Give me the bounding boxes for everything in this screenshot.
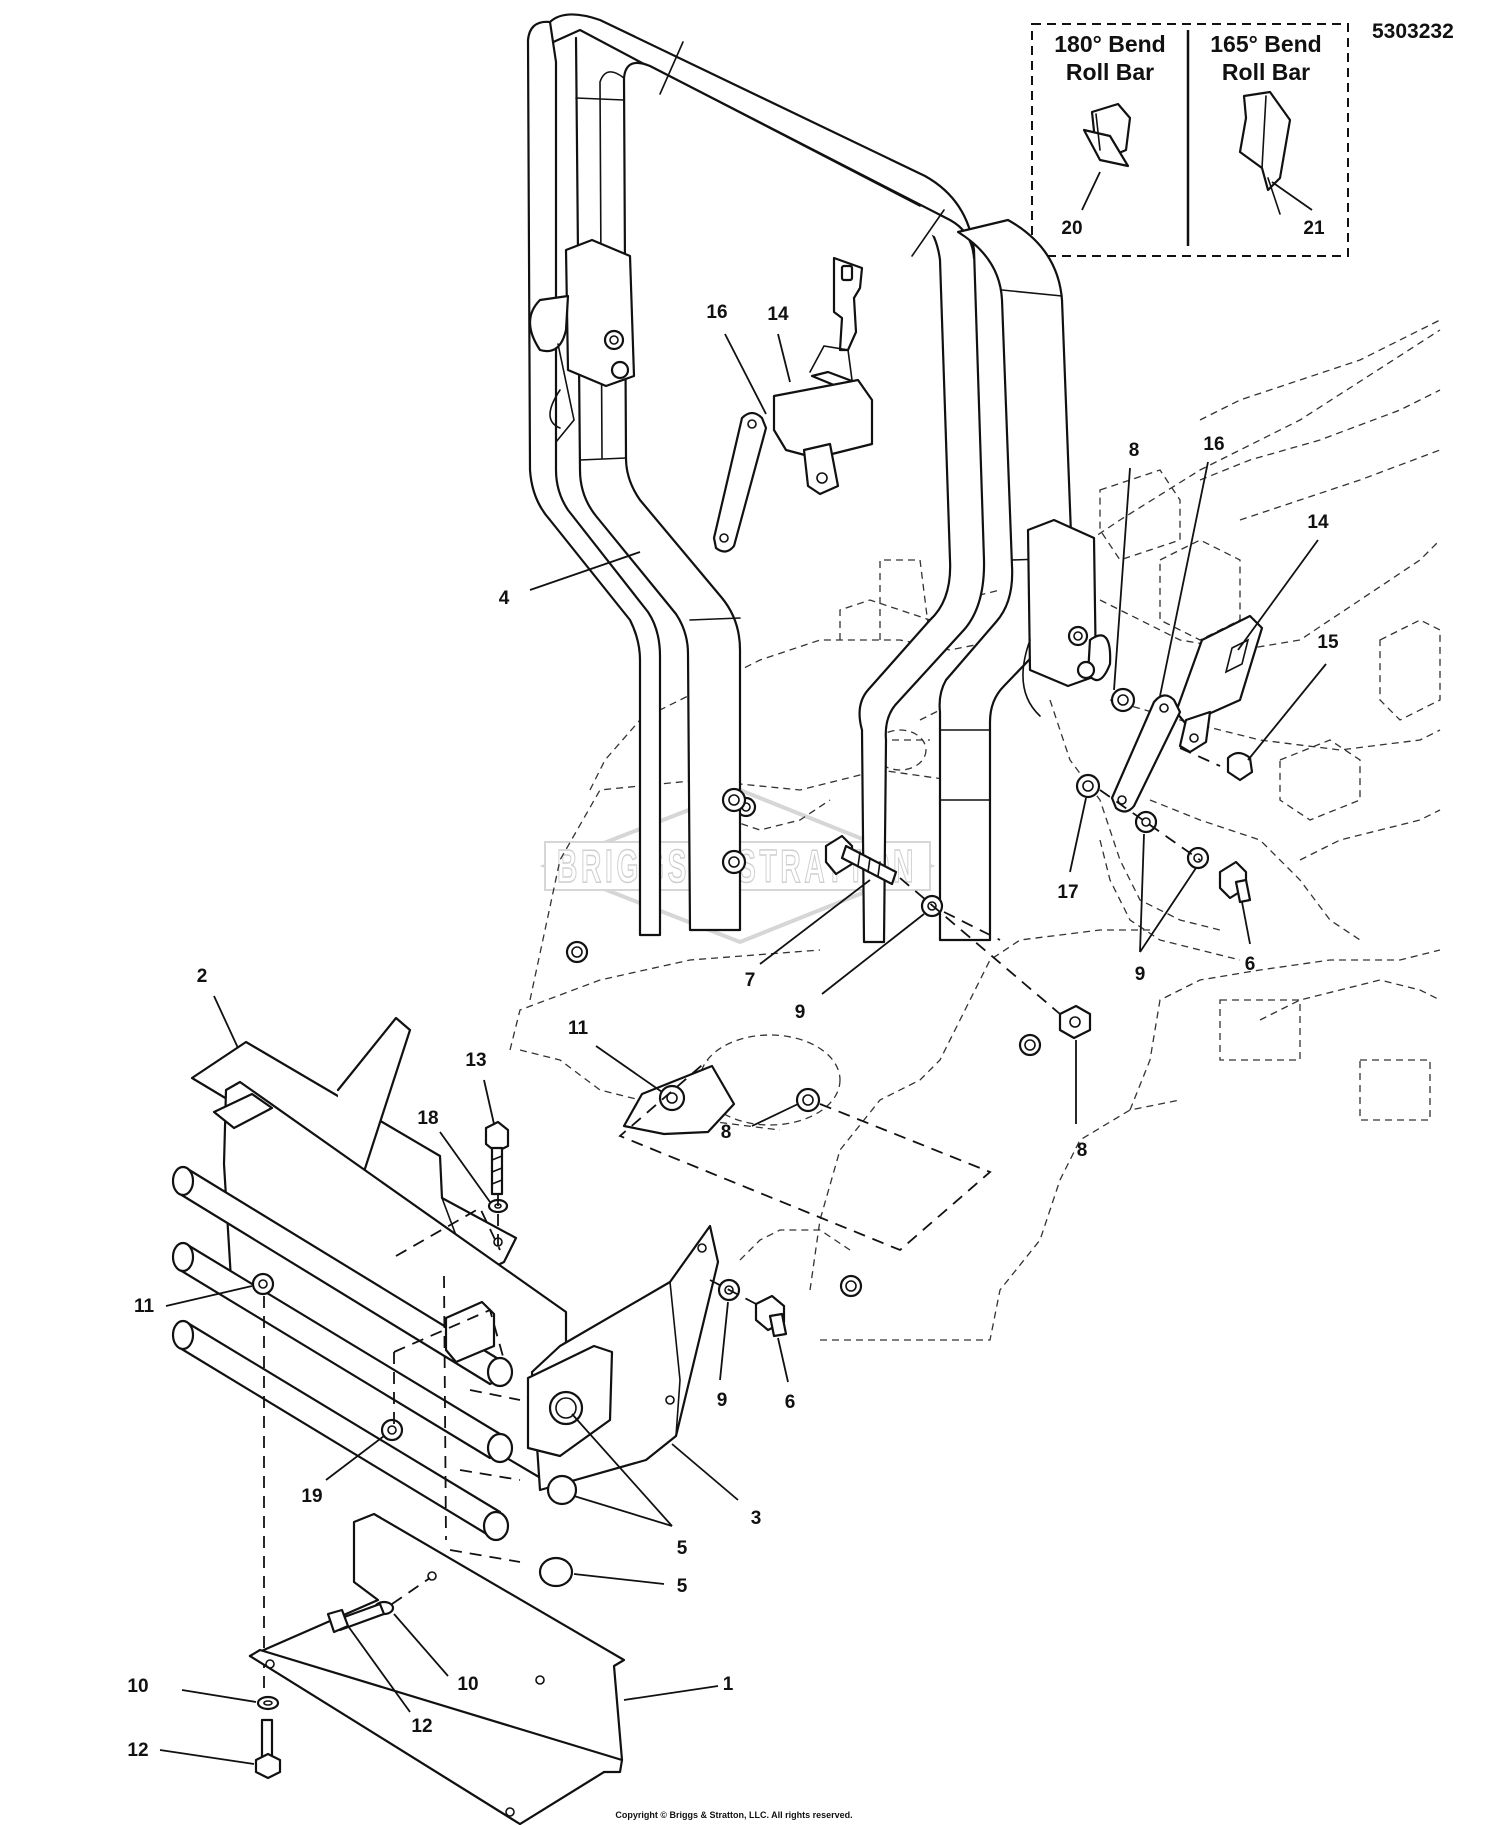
- hardware-8-nut-upper: [1110, 687, 1136, 713]
- hinge-pin: [1067, 625, 1089, 647]
- callout-18: 18: [417, 1108, 438, 1129]
- hardware-6-bolt-bumper: [754, 1294, 788, 1338]
- leader-lines: [159, 333, 1327, 1765]
- hardware-11-nut-bumper: [251, 1272, 275, 1296]
- callout-7: 7: [745, 970, 756, 991]
- drawing-number: 5303232: [1372, 20, 1454, 43]
- shim-plate-11: [622, 1064, 736, 1136]
- callout-19: 19: [301, 1486, 322, 1507]
- callout-16-right: 16: [1203, 434, 1224, 455]
- hardware-15-screw: [1226, 751, 1254, 782]
- frame-nut: [1018, 1033, 1042, 1057]
- hardware-10-washer-lower: [256, 1695, 280, 1711]
- callout-20: 20: [1061, 218, 1082, 239]
- callout-10-side: 10: [457, 1674, 478, 1695]
- callout-21: 21: [1303, 218, 1325, 239]
- callout-11-bumper: 11: [134, 1296, 155, 1317]
- hardware-8-nut-plate: [795, 1087, 821, 1113]
- callout-15: 15: [1317, 632, 1339, 653]
- hardware-9-washer-b: [1186, 846, 1210, 870]
- copyright-notice: Copyright © Briggs & Stratton, LLC. All …: [615, 1810, 852, 1820]
- callout-10-lower: 10: [127, 1676, 148, 1697]
- inset-right-title-line2: Roll Bar: [1222, 59, 1310, 85]
- inset-left-title-line2: Roll Bar: [1066, 59, 1154, 85]
- inset-left-title-line1: 180° Bend: [1054, 31, 1165, 57]
- callout-labels: 4 16 14 8 16 14 15 17 9 6 7 9 2 13 18 11…: [127, 302, 1339, 1761]
- hardware-7-bolt: [824, 834, 898, 886]
- callout-5-upper: 5: [677, 1538, 688, 1559]
- hinge-pin: [1076, 660, 1096, 680]
- callout-6-bumper: 6: [785, 1392, 796, 1413]
- belt-bracket-left: [712, 411, 768, 553]
- callout-12-side: 12: [411, 1716, 432, 1737]
- hardware-17-nut: [1075, 773, 1101, 799]
- roll-bar-bolt: [721, 787, 747, 813]
- callout-14-left: 14: [767, 304, 789, 325]
- bottom-skid-plate-1: [248, 1512, 626, 1825]
- hinge-pin: [610, 360, 630, 380]
- hardware-19-nut: [380, 1418, 404, 1442]
- callout-12-lower: 12: [127, 1740, 148, 1761]
- callout-1: 1: [723, 1674, 734, 1695]
- hardware-13-bolt: [484, 1120, 510, 1196]
- hardware-8-nut-lower: [1058, 1004, 1092, 1040]
- callout-6-right: 6: [1245, 954, 1256, 975]
- callout-9-bumper: 9: [717, 1390, 728, 1411]
- seat-belt-buckle-right: [1174, 614, 1264, 754]
- callout-9-right: 9: [1135, 964, 1146, 985]
- callout-3: 3: [751, 1508, 762, 1529]
- roll-bar: [526, 13, 1112, 944]
- callout-5-lower: 5: [677, 1576, 688, 1597]
- bend-180-clip-illustration: [1082, 102, 1132, 168]
- callout-8-lower: 8: [1077, 1140, 1088, 1161]
- callout-8-plate: 8: [721, 1122, 732, 1143]
- callout-8-upper: 8: [1129, 440, 1140, 461]
- inset-right-title-line1: 165° Bend: [1210, 31, 1321, 57]
- callout-9-center: 9: [795, 1002, 806, 1023]
- end-cap-5: [546, 1474, 578, 1506]
- hardware-6-bolt-right: [1218, 860, 1252, 904]
- hardware-12-bolt-side: [326, 1602, 386, 1634]
- hinge-pin: [603, 329, 625, 351]
- frame-nut: [839, 1274, 863, 1298]
- callout-17: 17: [1057, 882, 1078, 903]
- seat-belt-retractor-left: [772, 256, 874, 496]
- callout-14-right: 14: [1307, 512, 1329, 533]
- frame-hardware: [565, 796, 1042, 1298]
- roll-bar-variant-inset: 180° Bend Roll Bar 165° Bend Roll Bar 20…: [1031, 23, 1349, 257]
- roll-bar-bolt: [721, 849, 747, 875]
- bend-165-clip-illustration: [1238, 90, 1292, 215]
- bumper-assembly-3: [171, 1080, 720, 1588]
- callout-2: 2: [197, 966, 208, 987]
- end-cap-5: [538, 1556, 574, 1588]
- callout-11-plate: 11: [568, 1018, 589, 1039]
- frame-nut: [565, 940, 589, 964]
- callout-16-left: 16: [706, 302, 727, 323]
- callout-13: 13: [465, 1050, 486, 1071]
- hardware-12-bolt-lower: [254, 1718, 282, 1780]
- callout-4: 4: [499, 588, 510, 609]
- hardware-9-washer-a: [1134, 810, 1158, 834]
- belt-bracket-right: [1110, 694, 1182, 813]
